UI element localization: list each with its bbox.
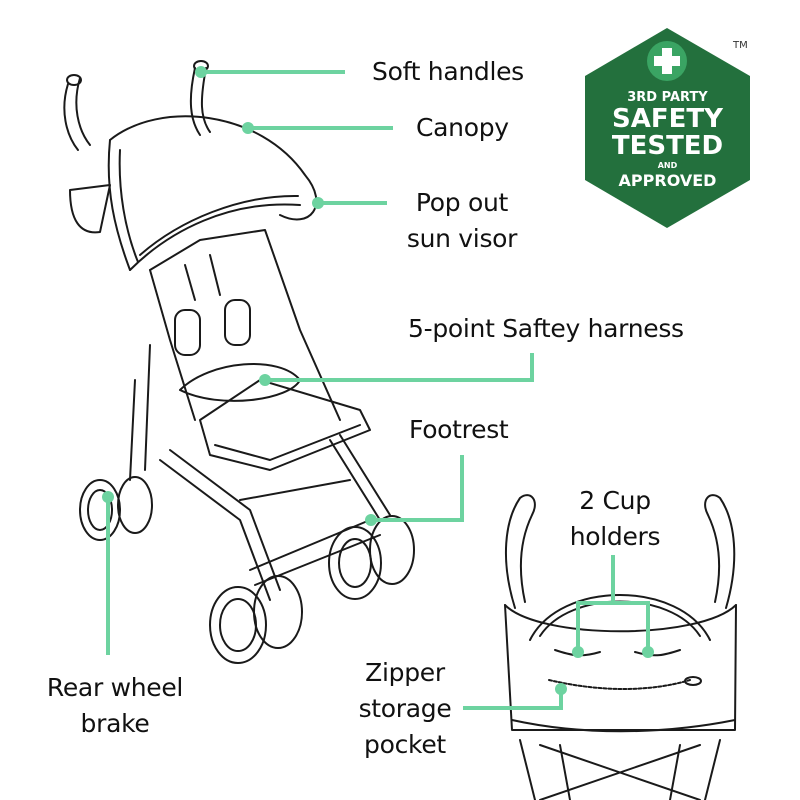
badge-line-approved: APPROVED xyxy=(618,171,717,190)
footrest-leader xyxy=(371,455,464,522)
label-sun-visor-line1: Pop out xyxy=(415,188,509,217)
label-cup-holders-line1: 2 Cup xyxy=(579,486,651,515)
label-harness: 5-point Saftey harness xyxy=(408,314,684,343)
badge-hexagon xyxy=(585,28,750,228)
label-sun-visor-line2: sun visor xyxy=(406,224,518,253)
label-footrest: Footrest xyxy=(409,415,509,444)
safety-tested-badge: 3RD PARTY SAFETY TESTED AND APPROVED xyxy=(585,28,750,228)
label-rear-brake-line1: Rear wheel xyxy=(46,673,184,702)
label-rear-brake-line2: brake xyxy=(80,709,150,738)
badge-line-tested: TESTED xyxy=(611,131,724,161)
callout-lines xyxy=(106,70,650,710)
label-soft-handles: Soft handles xyxy=(372,57,524,86)
badge-line-safety: SAFETY xyxy=(612,104,723,134)
label-cup-holders-line2: holders xyxy=(569,522,661,551)
callout-dots xyxy=(102,66,654,695)
zipper-pocket-leader xyxy=(463,689,563,710)
stroller-line-art xyxy=(63,60,415,664)
label-zipper-line1: Zipper xyxy=(365,658,445,687)
badge-line-and: AND xyxy=(657,161,678,170)
label-zipper-line2: storage xyxy=(358,694,452,723)
harness-leader xyxy=(265,353,534,382)
rear-view-inset xyxy=(504,494,737,800)
badge-line-3rd-party: 3RD PARTY xyxy=(627,90,708,105)
label-zipper-line3: pocket xyxy=(364,730,446,759)
trademark-symbol: TM xyxy=(733,40,748,51)
label-canopy: Canopy xyxy=(416,113,509,142)
cup-holders-bracket xyxy=(576,601,650,652)
